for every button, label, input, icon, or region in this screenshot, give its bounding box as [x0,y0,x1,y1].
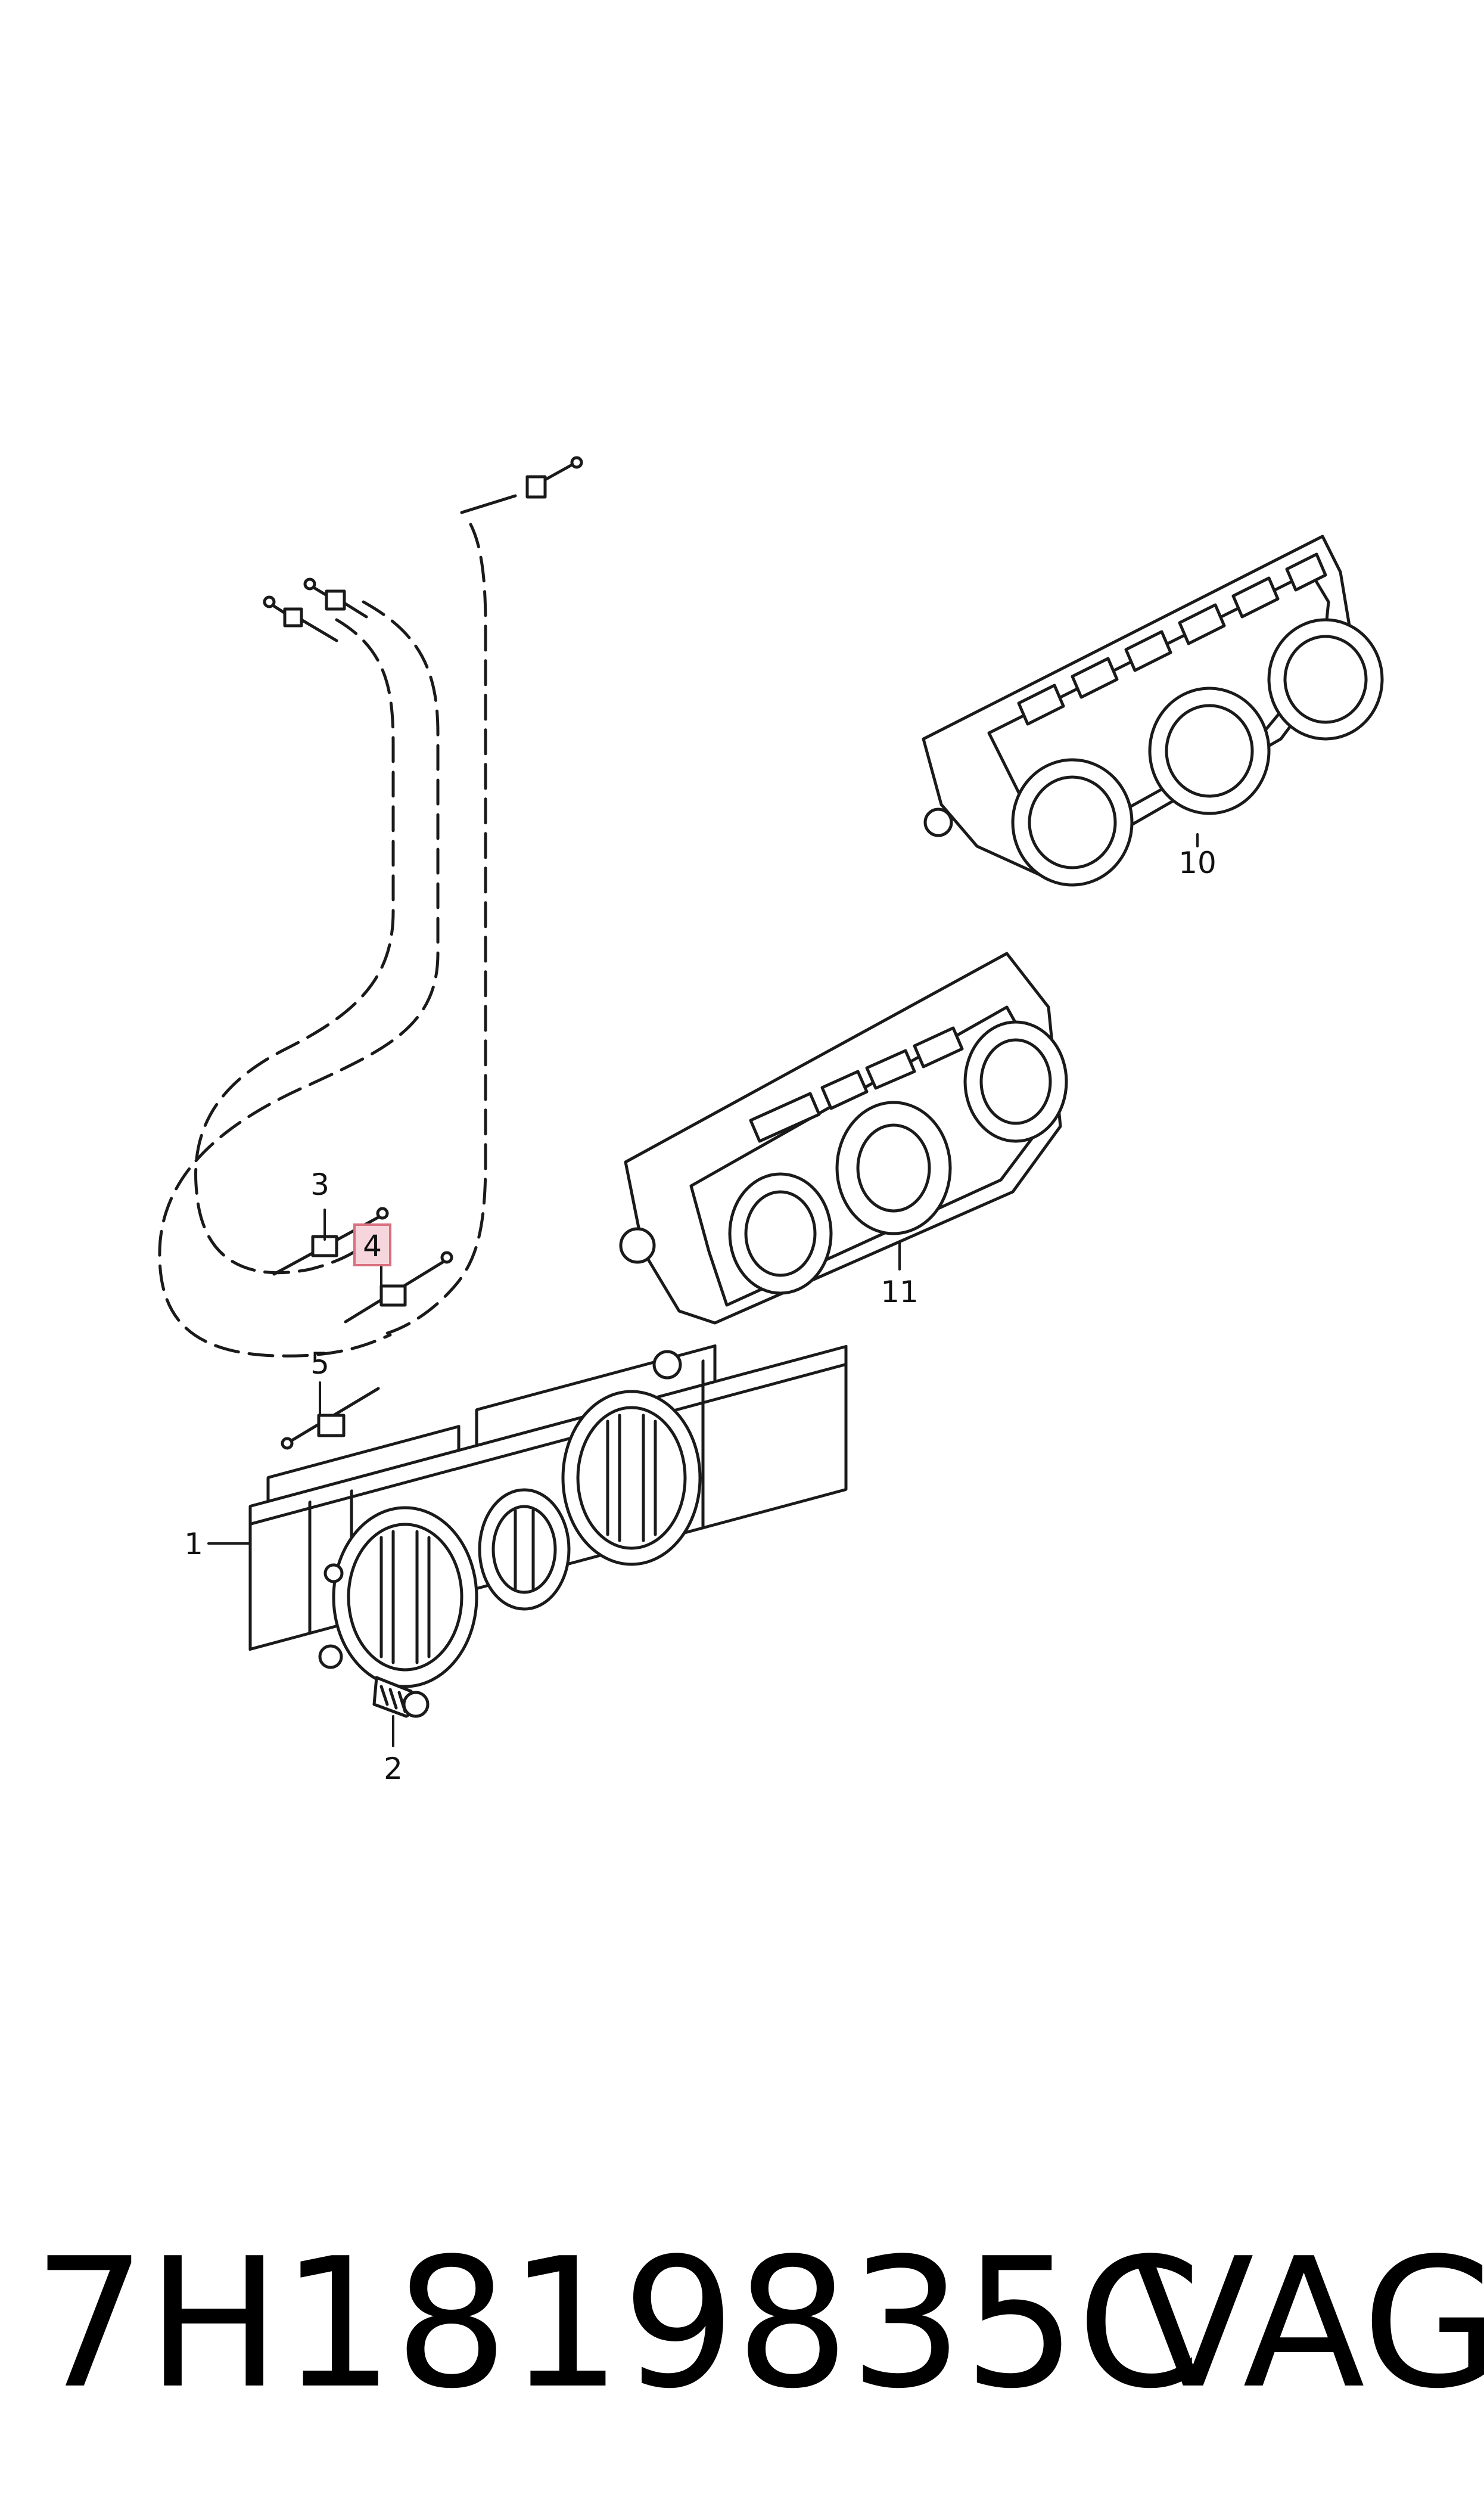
cable-clip-5 [281,1387,380,1450]
callout-2[interactable]: 2 [384,1751,403,1786]
callout-5[interactable]: 5 [310,1346,329,1381]
callout-4-highlight [353,1223,391,1266]
screw-2 [372,1676,430,1718]
brand-label: VAG [1132,2220,1484,2428]
part-number: 7H1819835C [33,2220,1202,2428]
cable-end-fittings-top [263,456,583,642]
callout-4[interactable]: 4 [363,1229,382,1263]
callout-11[interactable]: 11 [881,1275,919,1309]
cable-outer [379,523,487,1337]
callouts: 3 4 5 1 2 10 11 [184,846,1217,1786]
cable-clip-4 [344,1251,453,1324]
bowden-cables [158,523,487,1358]
climate-panel-11 [619,952,1068,1325]
cable-middle [158,600,440,1358]
callout-10[interactable]: 10 [1178,846,1217,880]
cable-inner [194,618,395,1275]
control-unit-1-knobs [318,1350,702,1688]
callout-1[interactable]: 1 [184,1527,203,1561]
callout-3[interactable]: 3 [310,1167,329,1202]
climatronic-panel-10 [922,535,1384,887]
